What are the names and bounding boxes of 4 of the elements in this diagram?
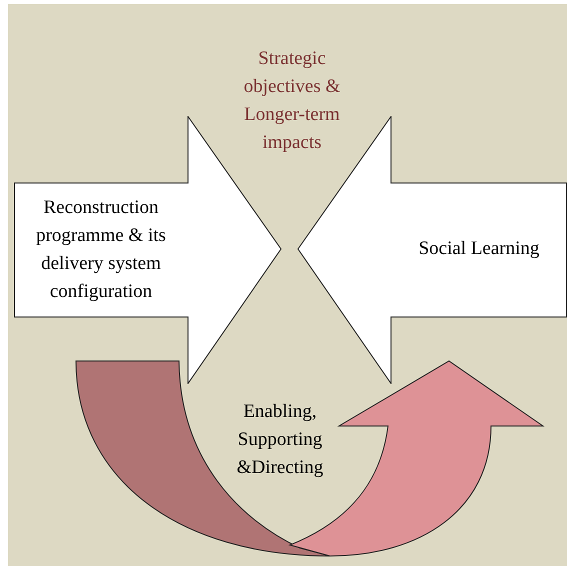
arrow-label: Social Learning [418, 237, 540, 261]
goal-text: Strategic objectives & Longer-term impacts [242, 47, 342, 155]
arrow-label: Reconstruction programme & its delivery system configuration [35, 196, 167, 304]
enabling-text: Enabling, Supporting &Directing [236, 400, 324, 480]
